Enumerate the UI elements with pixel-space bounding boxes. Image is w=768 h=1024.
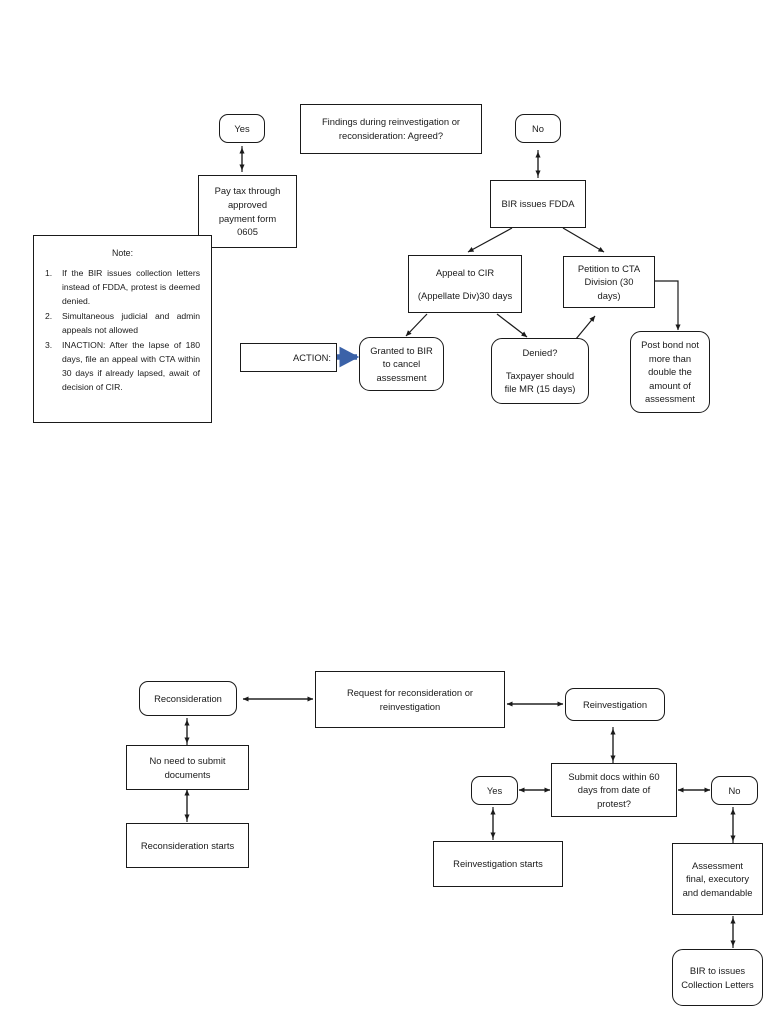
node-reinvestigation-starts[interactable]: Reinvestigation starts <box>433 841 563 887</box>
node-label-line1: Appeal to CIR <box>435 266 495 278</box>
node-petition-to-cta[interactable]: Petition to CTA Division (30 days) <box>563 256 655 308</box>
node-label-line2: final, executory <box>685 873 750 885</box>
node-label-line4: 0605 <box>237 226 258 238</box>
node-label-line1: Pay tax through <box>214 185 281 197</box>
note-item-number: 1. <box>45 268 53 279</box>
node-granted-to-bir[interactable]: Granted to BIR to cancel assessment <box>359 337 444 391</box>
node-label: Yes <box>486 784 503 796</box>
node-appeal-to-cir[interactable]: Appeal to CIR (Appellate Div)30 days <box>408 255 522 313</box>
edge-appealcir-denied <box>496 313 528 338</box>
node-bir-issues-fdda[interactable]: BIR issues FDDA <box>490 180 586 228</box>
edge-fdda-appealcir <box>467 227 513 253</box>
node-label: Yes <box>234 122 250 134</box>
edge-petitioncta-postbond <box>655 280 681 331</box>
node-label-line1: Denied? <box>522 347 558 359</box>
node-label-line1: Post bond not <box>641 338 699 350</box>
edge-fdda-petitioncta <box>562 227 605 253</box>
node-label-line3: payment form <box>218 212 277 224</box>
node-label-line2: days from date of <box>577 784 651 796</box>
action-label: ACTION: <box>292 351 331 363</box>
node-findings[interactable]: Findings during reinvestigation or recon… <box>300 104 482 154</box>
node-label-line1: No need to submit <box>149 754 226 766</box>
node-denied[interactable]: Denied? Taxpayer should file MR (15 days… <box>491 338 589 404</box>
node-label-line3: assessment <box>376 371 427 383</box>
node-reconsideration[interactable]: Reconsideration <box>139 681 237 716</box>
node-label: Reinvestigation starts <box>453 858 543 870</box>
node-submit-docs[interactable]: Submit docs within 60 days from date of … <box>551 763 677 817</box>
node-label-line2: to cancel <box>382 358 421 370</box>
node-label-line2: Taxpayer should <box>505 369 575 381</box>
node-label-line3: and demandable <box>682 886 753 898</box>
node-label-line1: Petition to CTA <box>577 262 641 274</box>
node-label-line2: reinvestigation <box>379 700 441 712</box>
note-list: 1. If the BIR issues collection letters … <box>45 267 200 394</box>
node-reinvestigation[interactable]: Reinvestigation <box>565 688 665 721</box>
node-label: Reconsideration <box>154 692 222 704</box>
node-label-line3: file MR (15 days) <box>504 383 576 395</box>
node-label-line2: documents <box>164 768 211 780</box>
node-reconsideration-starts[interactable]: Reconsideration starts <box>126 823 249 868</box>
note-item-text: INACTION: After the lapse of 180 days, f… <box>62 339 200 392</box>
node-label: No <box>728 784 741 796</box>
node-request[interactable]: Request for reconsideration or reinvesti… <box>315 671 505 728</box>
node-label-line2: more than <box>648 352 692 364</box>
node-bir-collection-letters[interactable]: BIR to issues Collection Letters <box>672 949 763 1006</box>
node-label-line3: days) <box>597 289 621 301</box>
edge-appealcir-granted <box>405 313 428 337</box>
note-box: Note: 1. If the BIR issues collection le… <box>33 235 212 423</box>
node-label-line2: approved <box>227 198 268 210</box>
node-post-bond[interactable]: Post bond not more than double the amoun… <box>630 331 710 413</box>
node-label-line2: Division (30 <box>584 276 634 288</box>
node-label-line2: reconsideration: Agreed? <box>338 130 444 141</box>
node-label-line1: Granted to BIR <box>370 344 433 356</box>
note-item: 2. Simultaneous judicial and admin appea… <box>45 310 200 338</box>
node-assessment-final[interactable]: Assessment final, executory and demandab… <box>672 843 763 915</box>
node-label-line3: protest? <box>597 797 631 809</box>
node-no-right[interactable]: No <box>515 114 561 143</box>
note-item: 1. If the BIR issues collection letters … <box>45 267 200 309</box>
node-label-line1: Request for reconsideration or <box>346 686 474 698</box>
node-no-bottom[interactable]: No <box>711 776 758 805</box>
node-yes-left[interactable]: Yes <box>219 114 265 143</box>
node-label-line1: Assessment <box>691 859 744 871</box>
node-label: Reinvestigation <box>582 698 648 710</box>
node-pay-tax[interactable]: Pay tax through approved payment form 06… <box>198 175 297 248</box>
node-label: Reconsideration starts <box>140 839 235 851</box>
note-item: 3. INACTION: After the lapse of 180 days… <box>45 339 200 395</box>
node-action-box[interactable]: ACTION: <box>240 343 337 372</box>
node-label-line3: double the <box>648 366 692 378</box>
node-label-line4: amount of <box>649 379 691 391</box>
node-label: No <box>532 122 544 134</box>
node-label-line1: Findings during reinvestigation or <box>321 116 461 128</box>
node-label-line1: BIR to issues <box>689 964 746 976</box>
node-label-line2: Collection Letters <box>681 978 754 990</box>
node-label: BIR issues FDDA <box>501 198 575 210</box>
node-yes-bottom[interactable]: Yes <box>471 776 518 805</box>
node-label-line1: Submit docs within 60 <box>568 770 660 782</box>
note-item-text: If the BIR issues collection letters ins… <box>62 268 200 307</box>
note-item-text: Simultaneous judicial and admin appeals … <box>62 311 200 335</box>
note-title: Note: <box>111 248 134 258</box>
node-label-line2: (Appellate Div)30 days <box>417 289 513 301</box>
node-no-need-to-submit[interactable]: No need to submit documents <box>126 745 249 790</box>
note-item-number: 3. <box>45 339 53 350</box>
note-item-number: 2. <box>45 311 53 322</box>
node-label-line5: assessment <box>644 393 696 405</box>
